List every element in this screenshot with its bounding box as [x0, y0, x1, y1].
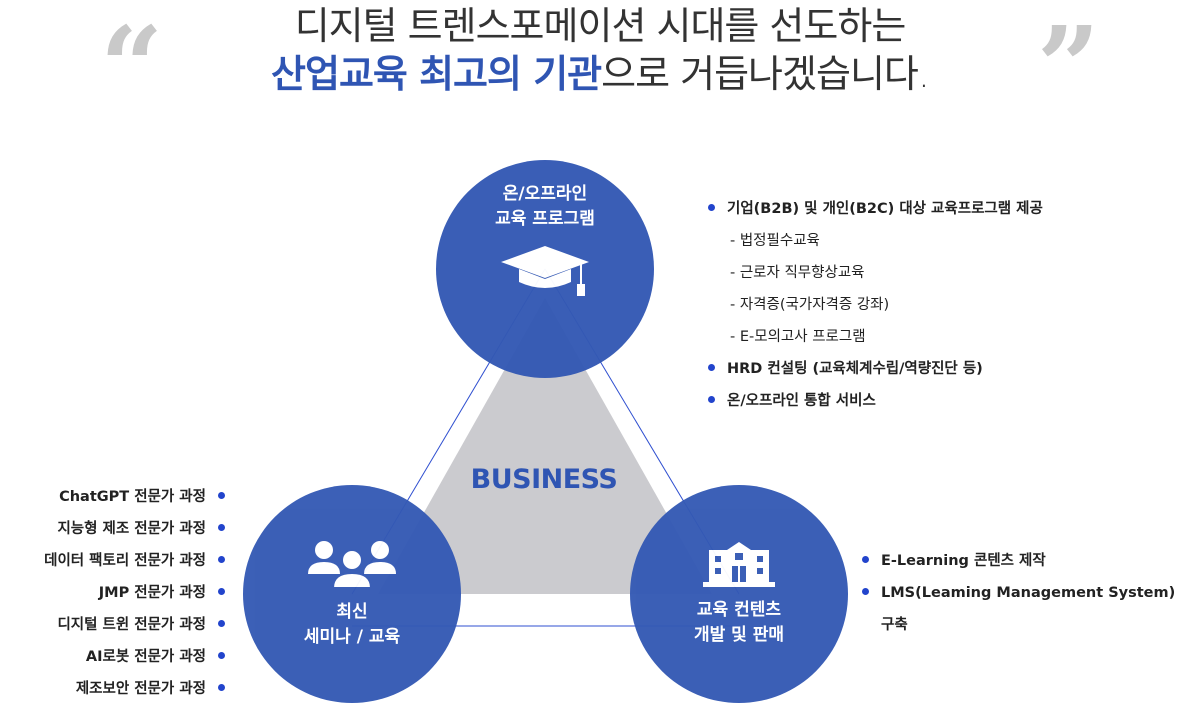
bullet-dot-icon — [218, 587, 225, 595]
open-quote-icon: “ — [100, 2, 164, 131]
list-item: 지능형 제조 전문가 과정 — [44, 513, 225, 545]
graduation-cap-icon — [497, 242, 593, 302]
bullet-dot-icon — [218, 619, 225, 627]
business-triangle — [378, 298, 712, 594]
close-quote-icon: ” — [1036, 2, 1100, 131]
business-label: BUSINESS — [470, 464, 618, 495]
circle-left-title: 최신 세미나 / 교육 — [304, 600, 400, 650]
circle-top-title-line2: 교육 프로그램 — [495, 209, 595, 229]
list-item: - E-모의고사 프로그램 — [730, 329, 866, 345]
list-item: JMP 전문가 과정 — [44, 577, 225, 609]
people-group-icon — [306, 538, 398, 594]
circle-right-title-line2: 개발 및 판매 — [693, 625, 785, 645]
seminar-list: ChatGPT 전문가 과정 지능형 제조 전문가 과정 데이터 팩토리 전문가… — [44, 481, 225, 705]
list-item: - 법정필수교육 — [730, 233, 820, 249]
list-item: AI로봇 전문가 과정 — [44, 641, 225, 673]
bullet-dot-icon — [218, 491, 225, 499]
list-item: - 자격증(국가자격증 강좌) — [730, 297, 890, 313]
school-building-icon — [701, 540, 777, 592]
bullet-dot-icon — [708, 395, 715, 403]
circle-top-title: 온/오프라인 교육 프로그램 — [495, 182, 595, 232]
circle-right-title: 교육 컨텐츠 개발 및 판매 — [694, 598, 784, 648]
list-item: 데이터 팩토리 전문가 과정 — [44, 545, 225, 577]
circle-right-title-line1: 교육 컨텐츠 — [696, 600, 782, 620]
content-list: E-Learning 콘텐츠 제작 LMS(Leaming Management… — [862, 545, 1175, 641]
bullet-dot-icon — [708, 363, 715, 371]
list-item: LMS(Leaming Management System) — [862, 577, 1175, 609]
list-item: 구축 — [881, 617, 908, 633]
list-item: 디지털 트윈 전문가 과정 — [44, 609, 225, 641]
list-item: - 근로자 직무향상교육 — [730, 265, 865, 281]
circle-online-offline-programs: 온/오프라인 교육 프로그램 — [436, 160, 654, 378]
headline-line1: 디지털 트렌스포메이션 시대를 선도하는 — [294, 4, 907, 48]
circle-top-title-line1: 온/오프라인 — [502, 184, 588, 204]
circle-content-development: 교육 컨텐츠 개발 및 판매 — [630, 485, 848, 703]
bullet-dot-icon — [708, 203, 715, 211]
bullet-dot-icon — [218, 683, 225, 691]
bullet-dot-icon — [862, 555, 869, 563]
bullet-dot-icon — [218, 651, 225, 659]
headline-highlight: 산업교육 최고의 기관 — [271, 52, 602, 96]
bullet-dot-icon — [218, 523, 225, 531]
headline-rest: 으로 거듭나겠습니다. — [601, 52, 930, 96]
program-list: 기업(B2B) 및 개인(B2C) 대상 교육프로그램 제공 - 법정필수교육 … — [708, 193, 1043, 417]
bullet-dot-icon — [862, 587, 869, 595]
circle-left-title-line2: 세미나 / 교육 — [303, 627, 401, 647]
list-item: 제조보안 전문가 과정 — [44, 673, 225, 705]
list-item: E-Learning 콘텐츠 제작 — [862, 545, 1175, 577]
circle-left-title-line1: 최신 — [336, 602, 368, 622]
bullet-dot-icon — [218, 555, 225, 563]
list-item: 온/오프라인 통합 서비스 — [708, 385, 1043, 417]
list-item: HRD 컨설팅 (교육체계수립/역량진단 등) — [708, 353, 1043, 385]
list-item: 기업(B2B) 및 개인(B2C) 대상 교육프로그램 제공 — [708, 193, 1043, 225]
headline: 디지털 트렌스포메이션 시대를 선도하는 산업교육 최고의 기관으로 거듭나겠습… — [0, 2, 1200, 98]
circle-seminar-education: 최신 세미나 / 교육 — [243, 485, 461, 703]
list-item: ChatGPT 전문가 과정 — [44, 481, 225, 513]
headline-line2: 산업교육 최고의 기관으로 거듭나겠습니다. — [0, 50, 1200, 98]
